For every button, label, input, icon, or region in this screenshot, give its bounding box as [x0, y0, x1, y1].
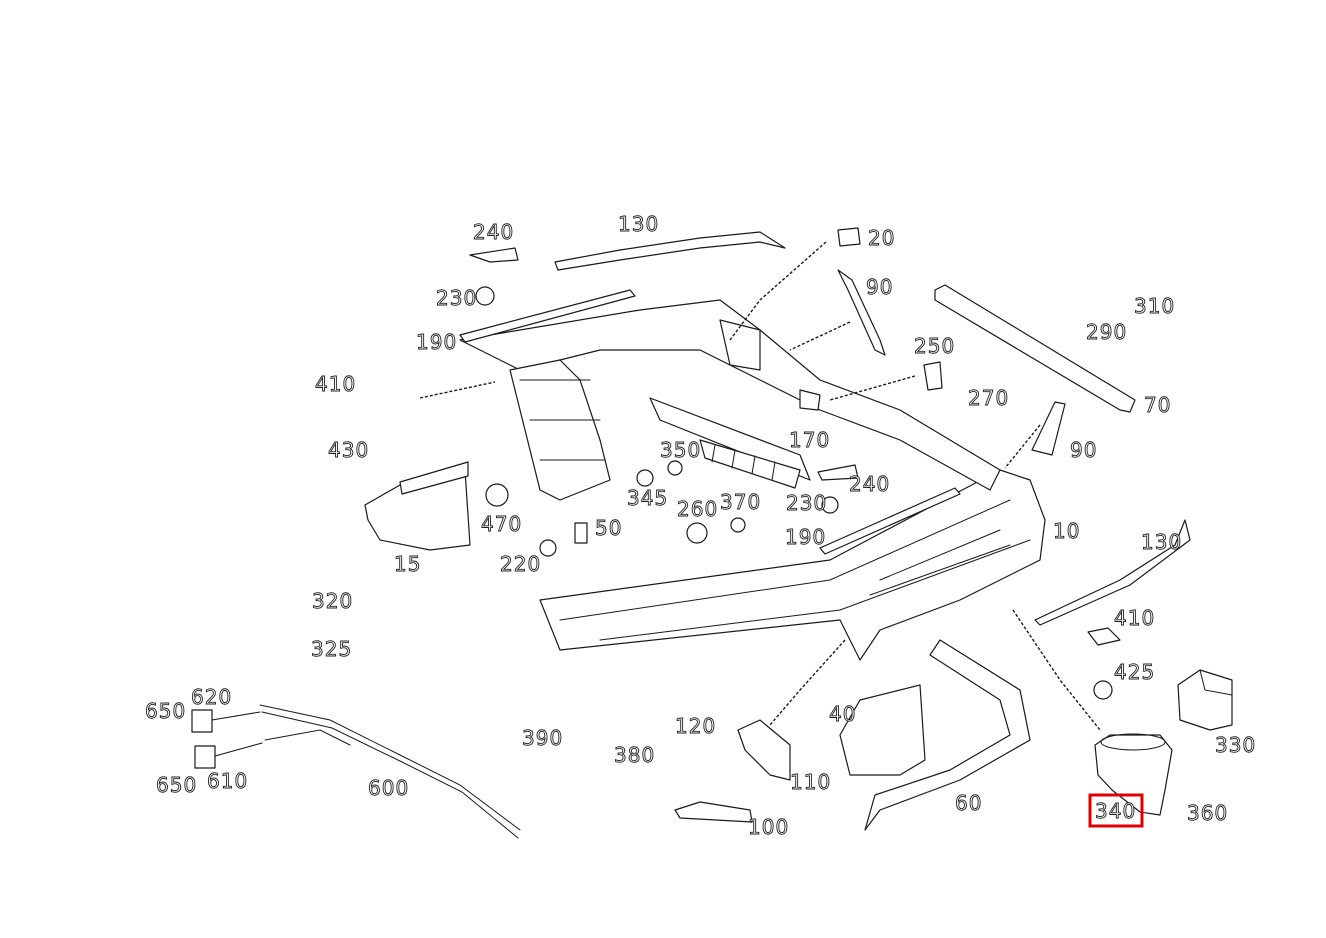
part-label-650: 650 — [145, 699, 186, 723]
plug-610-part[interactable] — [194, 742, 263, 769]
bracket-110-part[interactable] — [737, 719, 791, 781]
part-label-470: 470 — [481, 512, 522, 536]
part-label-100: 100 — [748, 815, 789, 839]
part-label-600: 600 — [368, 776, 409, 800]
part-label-425: 425 — [1114, 660, 1155, 684]
part-label-250: 250 — [914, 334, 955, 358]
part-label-130: 130 — [618, 212, 659, 236]
part-label-10: 10 — [1053, 519, 1080, 543]
part-label-240: 240 — [473, 220, 514, 244]
part-label-330: 330 — [1215, 733, 1256, 757]
part-label-620: 620 — [191, 685, 232, 709]
part-label-110: 110 — [790, 770, 831, 794]
trim-strip-left-part[interactable] — [459, 289, 636, 343]
part-label-650: 650 — [156, 773, 197, 797]
part-label-340: 340 — [1095, 799, 1136, 823]
trim-strip-right-part[interactable] — [819, 487, 961, 555]
side-bracket-part[interactable] — [364, 461, 471, 551]
part-label-370: 370 — [720, 490, 761, 514]
part-label-260: 260 — [677, 497, 718, 521]
part-label-350: 350 — [660, 438, 701, 462]
center-grille-part[interactable] — [649, 397, 811, 489]
bumper-cover-part[interactable] — [539, 469, 1046, 661]
part-label-230: 230 — [786, 491, 827, 515]
part-label-15: 15 — [394, 552, 421, 576]
bumper-carrier-part[interactable] — [459, 299, 1001, 501]
wiring-harness-part[interactable] — [259, 704, 521, 839]
part-label-220: 220 — [500, 552, 541, 576]
part-label-60: 60 — [955, 791, 982, 815]
part-label-40: 40 — [829, 702, 856, 726]
part-label-290: 290 — [1086, 320, 1127, 344]
highlight-box-340 — [1088, 793, 1144, 828]
part-label-380: 380 — [614, 743, 655, 767]
part-label-20: 20 — [868, 226, 895, 250]
part-label-360: 360 — [1187, 801, 1228, 825]
plug-620-part[interactable] — [191, 709, 261, 733]
strip-top-part[interactable] — [554, 231, 786, 271]
part-label-410: 410 — [1114, 606, 1155, 630]
part-label-390: 390 — [522, 726, 563, 750]
part-label-410: 410 — [315, 372, 356, 396]
assembly-arrows — [419, 241, 1101, 731]
part-label-270: 270 — [968, 386, 1009, 410]
part-label-190: 190 — [785, 525, 826, 549]
part-label-50: 50 — [595, 516, 622, 540]
rail-part[interactable] — [934, 284, 1136, 413]
part-label-120: 120 — [675, 714, 716, 738]
fastener-parts — [469, 227, 1121, 700]
part-label-70: 70 — [1144, 393, 1171, 417]
part-label-320: 320 — [312, 589, 353, 613]
part-label-610: 610 — [207, 769, 248, 793]
part-label-230: 230 — [436, 286, 477, 310]
part-label-90: 90 — [1070, 438, 1097, 462]
part-labels: 240 130 20 230 90 190 310 250 290 410 27… — [145, 212, 1256, 840]
part-label-90: 90 — [866, 275, 893, 299]
part-label-170: 170 — [789, 428, 830, 452]
cover-40-part[interactable] — [839, 684, 926, 776]
holder-340-part[interactable] — [1094, 733, 1173, 816]
part-label-345: 345 — [627, 486, 668, 510]
part-label-240: 240 — [849, 472, 890, 496]
part-label-325: 325 — [311, 637, 352, 661]
bracket-100-part[interactable] — [674, 801, 753, 823]
lower-trim-part[interactable] — [864, 639, 1031, 831]
part-label-310: 310 — [1134, 294, 1175, 318]
box-330-part[interactable] — [1177, 669, 1233, 731]
part-label-190: 190 — [416, 330, 457, 354]
part-label-130: 130 — [1141, 530, 1182, 554]
strip-right-part[interactable] — [1034, 519, 1191, 626]
part-label-430: 430 — [328, 438, 369, 462]
